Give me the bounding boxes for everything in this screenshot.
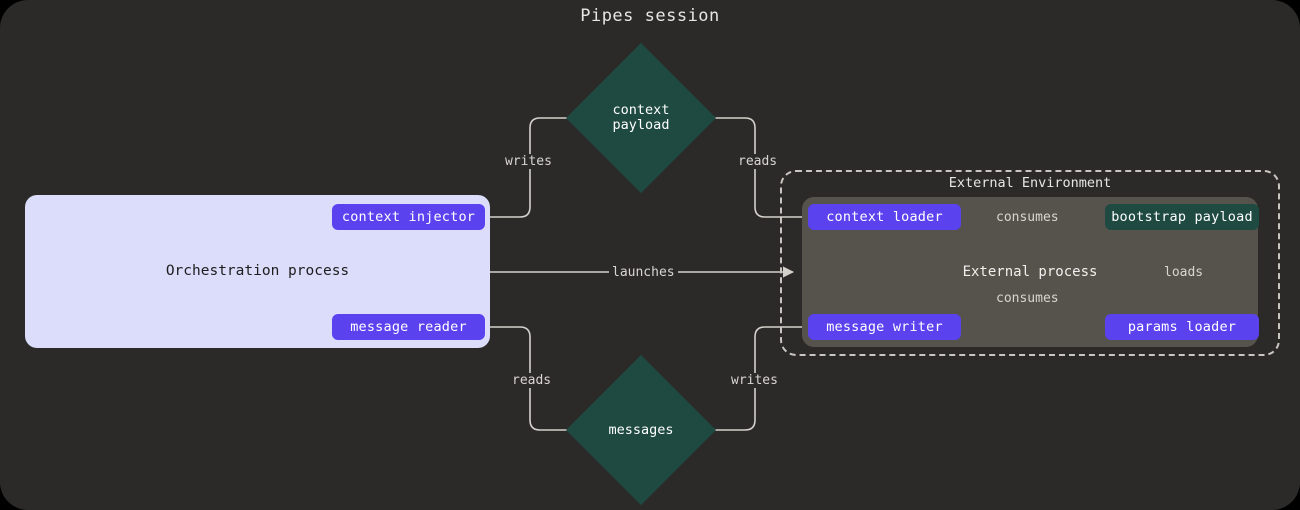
external-environment-cluster — [780, 170, 1280, 356]
store-context-payload[interactable]: context payload — [566, 43, 716, 193]
edge-label-writer-consumes: consumes — [993, 291, 1062, 306]
orchestration-process-label: Orchestration process — [165, 263, 350, 279]
edge-label-injector-writes: writes — [502, 154, 555, 169]
node-context-injector[interactable]: context injector — [332, 204, 485, 230]
edge-label-reader-reads: reads — [509, 373, 555, 388]
store-context-payload-label: context payload — [612, 102, 670, 133]
edge-label-launches: launches — [609, 265, 678, 280]
page-title: Pipes session — [580, 6, 720, 26]
node-bootstrap-payload[interactable]: bootstrap payload — [1105, 204, 1259, 230]
edge-label-params-loads: loads — [1161, 265, 1207, 280]
node-message-writer[interactable]: message writer — [808, 314, 961, 340]
external-process-label: External process — [962, 264, 1098, 280]
store-messages[interactable]: messages — [566, 355, 716, 505]
node-message-reader[interactable]: message reader — [332, 314, 485, 340]
node-params-loader[interactable]: params loader — [1105, 314, 1259, 340]
edge-label-writer-writes: writes — [728, 373, 781, 388]
store-messages-label: messages — [608, 421, 674, 438]
external-environment-label: External Environment — [948, 175, 1112, 191]
node-context-loader[interactable]: context loader — [808, 204, 961, 230]
edge-label-loader-consumes: consumes — [993, 210, 1062, 225]
edge-label-loader-reads: reads — [735, 154, 781, 169]
